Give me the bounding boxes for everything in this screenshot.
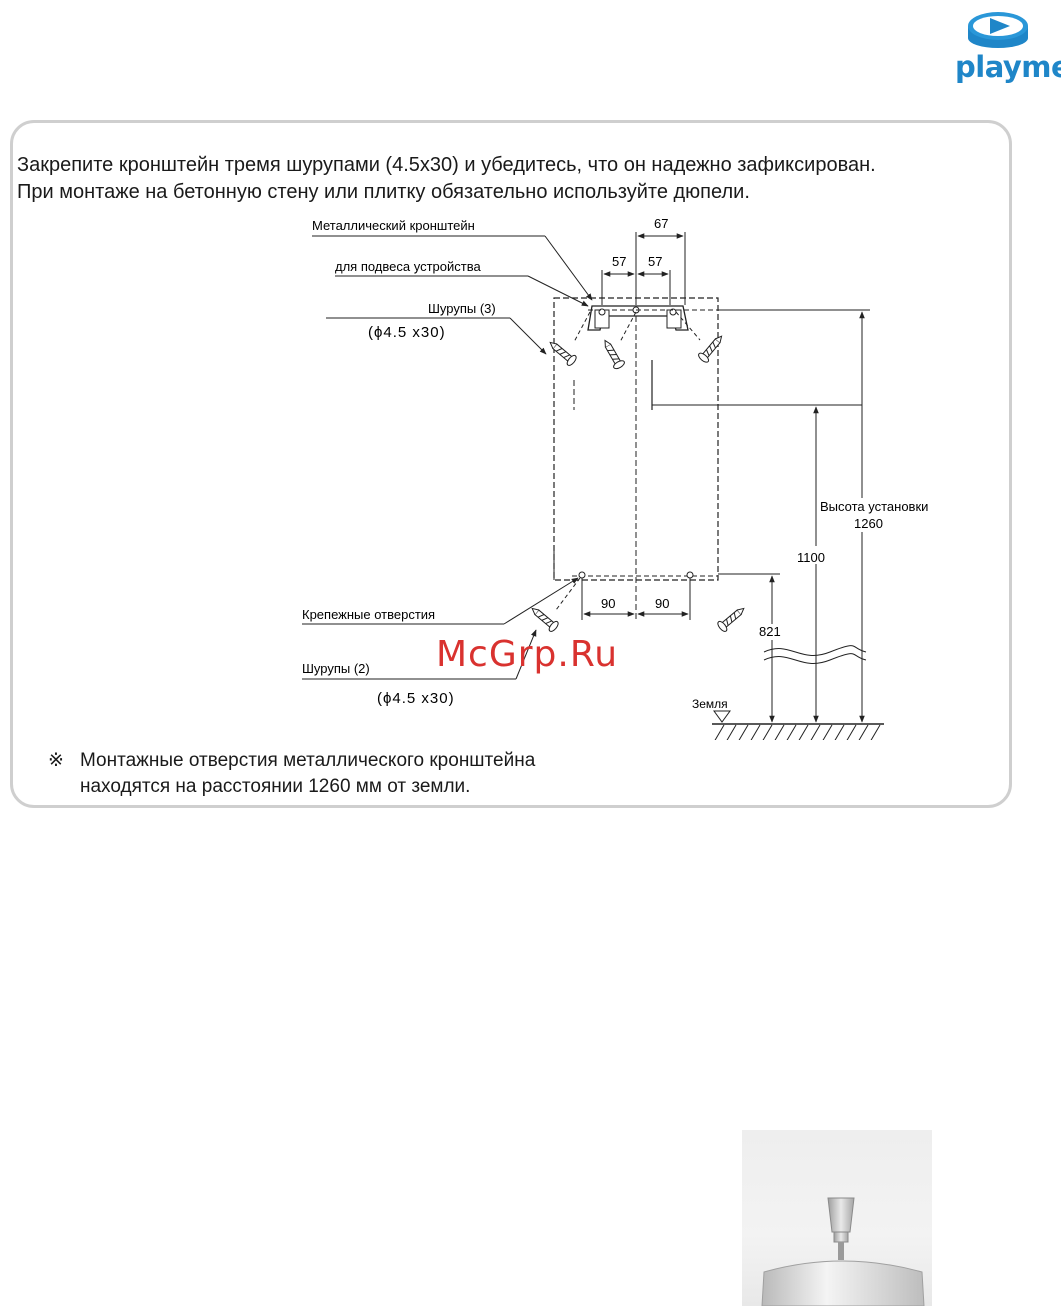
brand-name: playme bbox=[955, 50, 1061, 84]
instruction-line-1: Закрепите кронштейн тремя шурупами (4.5x… bbox=[17, 154, 876, 176]
note-mark-icon: ※ bbox=[48, 750, 64, 771]
metal-bracket bbox=[587, 305, 689, 331]
dim-bottom-right: 90 bbox=[655, 596, 669, 611]
mounting-hole bbox=[578, 571, 586, 579]
label-install-height: Высота установки bbox=[820, 499, 928, 514]
product-photo bbox=[742, 1130, 932, 1306]
dim-top-span: 67 bbox=[654, 216, 668, 231]
dim-top-right: 57 bbox=[648, 254, 662, 269]
note-line-1: Монтажные отверстия металлического кронш… bbox=[80, 750, 536, 771]
dim-bottom-left: 90 bbox=[601, 596, 615, 611]
instruction-line-2: При монтаже на бетонную стену или плитку… bbox=[17, 181, 750, 203]
ground-marker-icon bbox=[713, 710, 731, 723]
mounting-diagram: 67 57 57 Металлический кронштейн для под… bbox=[302, 216, 948, 740]
dim-top-left: 57 bbox=[612, 254, 626, 269]
label-screws-bottom-spec: (ϕ4.5 x30) bbox=[377, 690, 455, 707]
dim-821: 821 bbox=[759, 624, 781, 639]
mounting-hole bbox=[686, 571, 694, 579]
ground-hatching bbox=[714, 724, 881, 740]
screw-icon bbox=[604, 339, 625, 370]
screw-icon bbox=[698, 335, 723, 363]
value-install-height: 1260 bbox=[854, 516, 883, 531]
watermark: McGrp.Ru bbox=[436, 634, 619, 675]
playme-logo-icon bbox=[968, 12, 1028, 48]
note-line-2: находятся на расстоянии 1260 мм от земли… bbox=[80, 776, 471, 797]
screw-icon bbox=[531, 607, 559, 632]
label-bracket-2: для подвеса устройства bbox=[335, 259, 481, 274]
label-screws-bottom: Шурупы (2) bbox=[302, 661, 370, 676]
instruction-text: Закрепите кронштейн тремя шурупами (4.5x… bbox=[17, 152, 1057, 206]
label-ground: Земля bbox=[692, 697, 728, 711]
screw-icon bbox=[717, 607, 745, 632]
dim-1100: 1100 bbox=[797, 550, 825, 565]
instruction-panel bbox=[10, 120, 1012, 808]
label-screws-top: Шурупы (3) bbox=[428, 301, 496, 316]
label-mounting-holes: Крепежные отверстия bbox=[302, 607, 435, 622]
label-bracket-1: Металлический кронштейн bbox=[312, 218, 475, 233]
label-screws-top-spec: (ϕ4.5 x30) bbox=[368, 324, 446, 341]
screw-icon bbox=[549, 341, 577, 366]
